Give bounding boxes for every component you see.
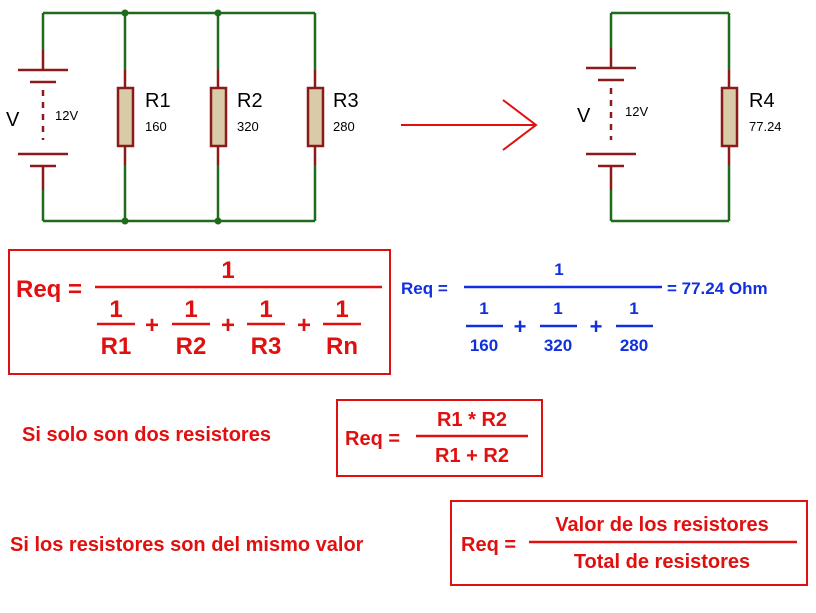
source-label: V (577, 105, 591, 127)
two-resistors-section: Si solo son dos resistores Req = R1 * R2… (22, 399, 543, 477)
junction-dot (121, 9, 129, 17)
plus-sign: + (145, 312, 159, 339)
equivalent-circuit: V 12V R4 77.24 (577, 11, 782, 223)
formula-numerator: Valor de los resistores (555, 514, 768, 536)
parallel-circuit: V 12V R1 160 R2 320 R3 280 (6, 9, 359, 225)
example-formula: Req = 1 = 77.24 Ohm 1 160 + 1 320 + 1 28… (401, 260, 768, 355)
r4-label: R4 (749, 90, 775, 112)
junction-dot (214, 9, 222, 17)
term-denominator: 160 (470, 336, 498, 355)
term-denominator: R3 (251, 333, 282, 360)
r1-value: 160 (145, 119, 167, 134)
plus-sign: + (590, 314, 603, 339)
same-value-section: Si los resistores son del mismo valor Re… (10, 500, 808, 586)
r1-label: R1 (145, 90, 171, 112)
battery-symbol (18, 50, 68, 190)
r4-value: 77.24 (749, 119, 782, 134)
r3-value: 280 (333, 119, 355, 134)
term-numerator: 1 (629, 299, 638, 318)
term-numerator: 1 (184, 296, 197, 323)
formula-numerator: R1 * R2 (437, 409, 507, 431)
resistor-r2 (209, 70, 228, 165)
formula-box (336, 399, 543, 477)
formula-numerator: 1 (554, 260, 563, 279)
formula-lhs: Req = (401, 279, 448, 298)
term-numerator: 1 (109, 296, 122, 323)
plus-sign: + (297, 312, 311, 339)
two-resistors-caption: Si solo son dos resistores (22, 424, 271, 446)
source-label: V (6, 109, 20, 131)
formula-result: = 77.24 Ohm (667, 279, 768, 298)
plus-sign: + (514, 314, 527, 339)
general-formula: Req = 1 1 R1 + 1 R2 + 1 R3 + 1 Rn (8, 249, 391, 375)
formula-numerator: 1 (221, 257, 234, 284)
formula-lhs: Req = (16, 276, 82, 303)
term-denominator: Rn (326, 333, 358, 360)
term-denominator: R2 (176, 333, 207, 360)
resistor-r3 (306, 70, 325, 165)
term-numerator: 1 (553, 299, 562, 318)
equivalence-arrow (401, 99, 538, 151)
formula-denominator: Total de resistores (574, 551, 750, 573)
term-numerator: 1 (335, 296, 348, 323)
resistor-r4 (720, 70, 739, 165)
formula-box (450, 500, 808, 586)
circuit-wires (41, 11, 317, 223)
formula-denominator: R1 + R2 (435, 445, 509, 467)
r3-label: R3 (333, 90, 359, 112)
battery-symbol (586, 48, 636, 190)
term-denominator: 280 (620, 336, 648, 355)
circuit-wires (609, 11, 731, 223)
resistor-r1 (116, 70, 135, 165)
formula-lhs: Req = (345, 428, 400, 450)
source-value: 12V (55, 108, 78, 123)
term-numerator: 1 (479, 299, 488, 318)
term-numerator: 1 (259, 296, 272, 323)
source-value: 12V (625, 104, 648, 119)
plus-sign: + (221, 312, 235, 339)
formula-lhs: Req = (461, 534, 516, 556)
junction-dot (121, 217, 129, 225)
formula-box (8, 249, 391, 375)
junction-dot (214, 217, 222, 225)
term-denominator: R1 (101, 333, 132, 360)
same-value-caption: Si los resistores son del mismo valor (10, 534, 364, 556)
r2-value: 320 (237, 119, 259, 134)
r2-label: R2 (237, 90, 263, 112)
term-denominator: 320 (544, 336, 572, 355)
